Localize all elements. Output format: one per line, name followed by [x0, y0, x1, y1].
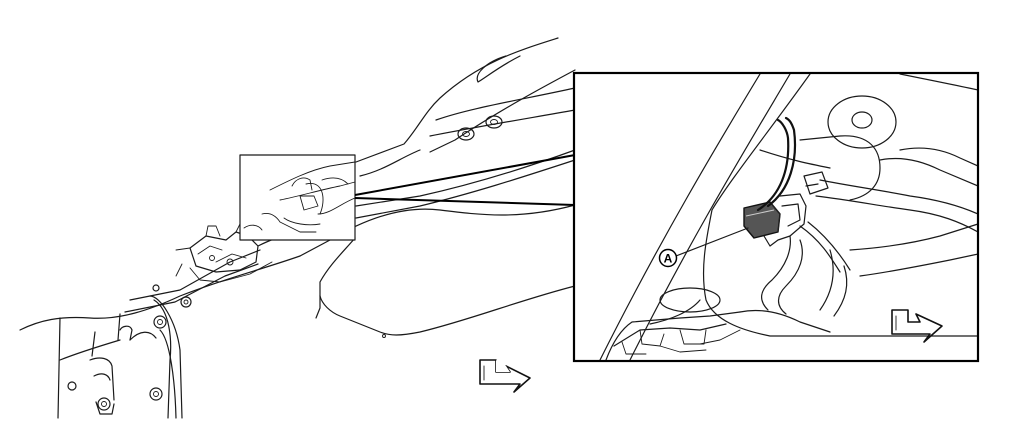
detail-view: A [572, 71, 980, 363]
callout-a: A [658, 248, 678, 268]
zoom-leader-top [354, 154, 576, 196]
overview-body-structure [19, 37, 576, 419]
callout-a-label: A [664, 252, 673, 266]
zoom-leader-bottom [354, 197, 576, 206]
overview-detail-box [239, 154, 356, 241]
overview-front-arrow-icon [479, 359, 531, 393]
callout-a-leader [675, 227, 749, 257]
detail-front-arrow-icon [891, 309, 943, 343]
